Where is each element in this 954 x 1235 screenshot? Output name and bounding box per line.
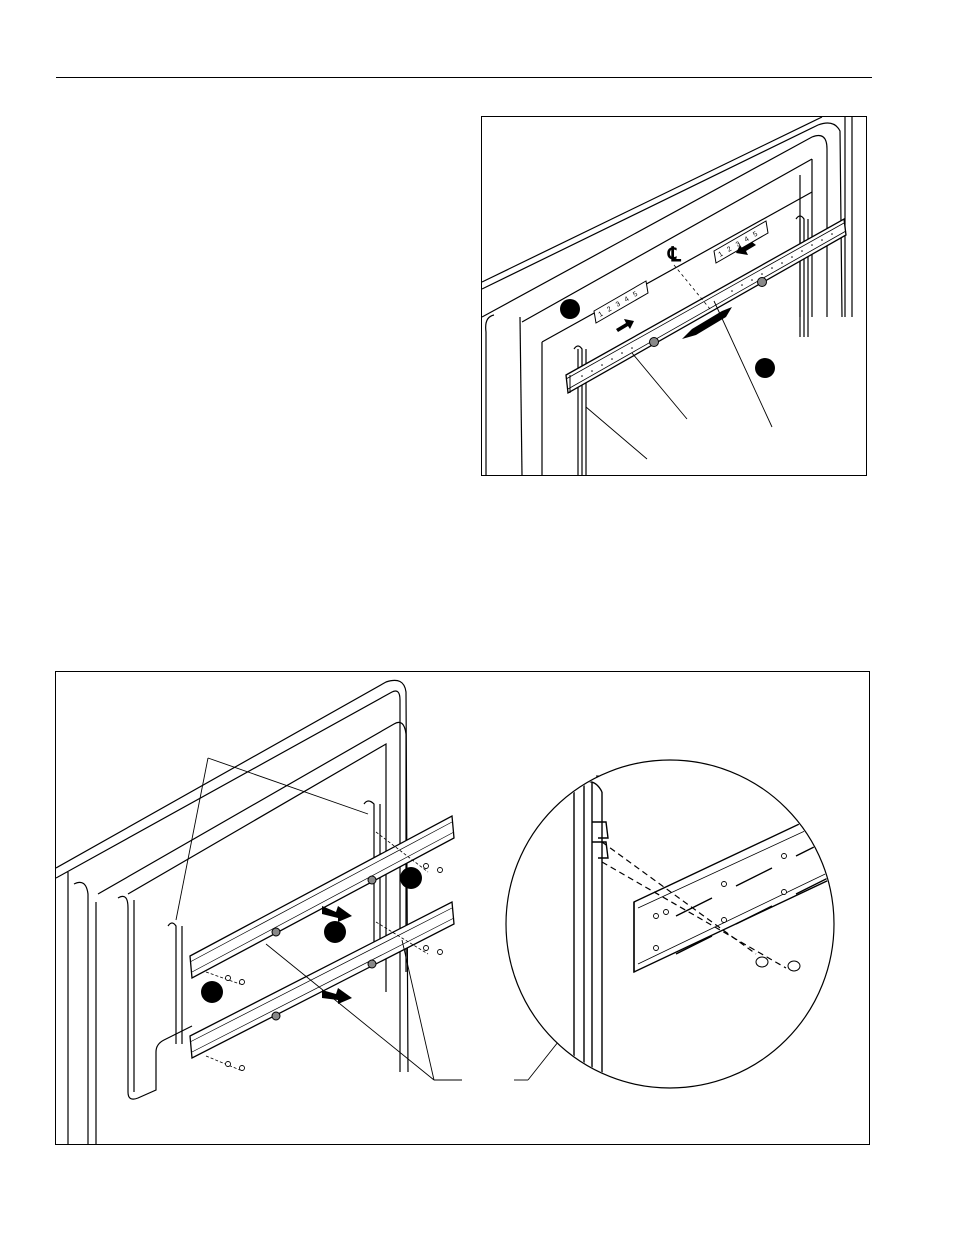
- centerline-symbol: ℄: [667, 244, 682, 266]
- callout-circle-1: [400, 867, 422, 889]
- leader-rails-left: [176, 758, 208, 920]
- figure-bottom-mounting-assembly: [55, 671, 870, 1145]
- header-rule: [56, 77, 872, 78]
- centerline-dashed: [674, 265, 710, 309]
- callout-circle-2: [324, 921, 346, 943]
- leader-bar-lower: [402, 940, 434, 1080]
- figure-top-centering-adapter: ℄ 1 2 3 4 5 1 2 3 4 5: [481, 116, 867, 476]
- left-scale: 1 2 3 4 5: [594, 281, 648, 323]
- detail-magnified-view: [506, 760, 846, 1092]
- figure-bottom-drawing: [56, 672, 869, 1144]
- arrow-upper-icon: [322, 906, 352, 922]
- callout-circle-a: [560, 299, 580, 319]
- callout-circle-b: [755, 358, 775, 378]
- arrow-right-icon: [616, 319, 634, 332]
- upper-horizontal-bar: [190, 816, 454, 978]
- display-left-edge: [486, 315, 494, 475]
- leader-line-3: [586, 407, 647, 459]
- leader-line-1: [632, 353, 687, 419]
- display-top-edge: [482, 117, 822, 282]
- callout-circle-3: [201, 981, 223, 1003]
- leader-rails-right: [208, 758, 368, 814]
- figure-top-drawing: ℄ 1 2 3 4 5 1 2 3 4 5: [482, 117, 866, 475]
- vertical-rail-left: [168, 923, 176, 1044]
